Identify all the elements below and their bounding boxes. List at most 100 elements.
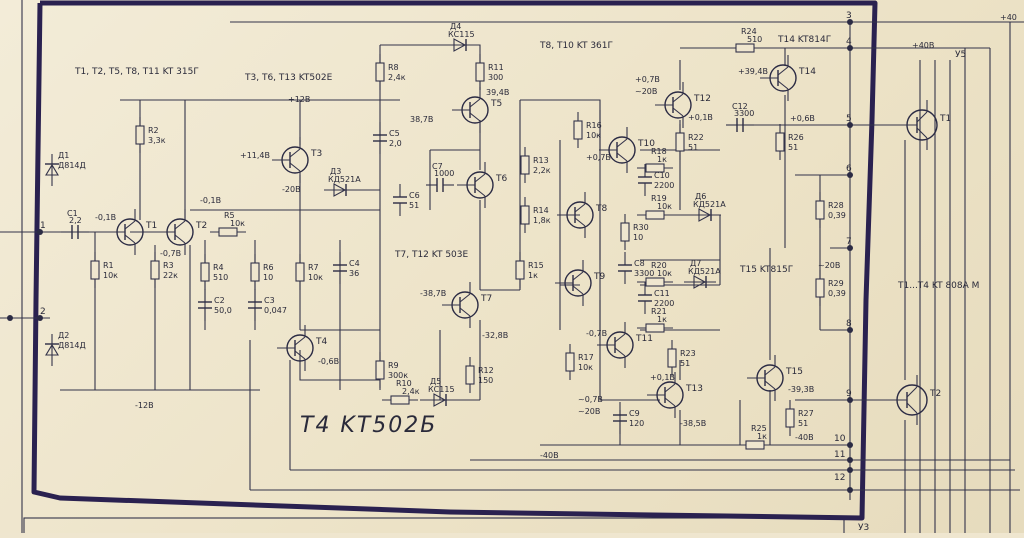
voltage-v-t14: +39,4B (738, 67, 768, 76)
voltage-v-t13: +0,1B (650, 373, 675, 382)
note-transistors-4: T7, T12 KT 503E (394, 250, 468, 260)
voltage-v-t11b: ~20B (578, 407, 600, 416)
resistor-r25-value: 1к (757, 432, 767, 441)
voltage-v-t13e: -38,5B (680, 419, 706, 428)
diode-d5-value: КС115 (428, 385, 455, 394)
terminal-8: 8 (846, 319, 852, 329)
diode-d6-value: КД521А (693, 200, 726, 209)
resistor-r29-label: R29 (828, 279, 844, 288)
resistor-r15-label: R15 (528, 261, 544, 270)
capacitor-c5: C52,0 (373, 122, 402, 154)
transistor-t12: T12 (655, 82, 711, 128)
diode-d1-label: Д1 (58, 151, 69, 160)
terminal-2: 2 (40, 307, 46, 317)
resistor-r7-value: 10к (308, 273, 323, 282)
resistor-r3-label: R3 (163, 261, 174, 270)
resistor-r10-label: R10 (396, 379, 412, 388)
transistor-t11-label: T11 (635, 334, 653, 344)
capacitor-c8-label: C8 (634, 259, 645, 268)
resistor-r8-label: R8 (388, 63, 399, 72)
capacitor-c12-value: 3300 (734, 109, 754, 118)
voltage-v-t12b: ~20B (635, 87, 657, 96)
resistor-r6-label: R6 (263, 263, 274, 272)
resistor-r29-value: 0,39 (828, 289, 846, 298)
transistor-t5: T5 (452, 87, 502, 133)
components-layer: R110кR23,3кR322кR4510R510кR610R710кR82,4… (45, 22, 951, 490)
resistor-r18-value: 1к (657, 155, 667, 164)
resistor-r2: R23,3к (135, 117, 166, 153)
transistor-t13-label: T13 (685, 384, 703, 394)
resistor-r23-label: R23 (680, 349, 696, 358)
transistor-t7: T7 (442, 282, 492, 328)
capacitor-c6-label: C6 (409, 191, 420, 200)
capacitor-c9-value: 120 (629, 419, 644, 428)
terminal-1: 1 (40, 221, 46, 231)
resistor-r27-label: R27 (798, 409, 814, 418)
resistor-r23-value: 51 (680, 359, 690, 368)
voltage-v-t2b: -0,1B (200, 196, 221, 205)
resistor-r5-label: R5 (224, 211, 235, 220)
terminal-9: 9 (846, 389, 852, 399)
resistor-r24-value: 510 (747, 35, 762, 44)
terminal-3: 3 (846, 11, 852, 21)
transistor-t12-label: T12 (693, 94, 711, 104)
terminal-7: 7 (846, 237, 852, 247)
voltage-v-t2e: -0,7B (160, 249, 181, 258)
transistor-t10: T10 (599, 127, 655, 173)
resistor-r8-value: 2,4к (388, 73, 406, 82)
capacitor-c3-label: C3 (264, 296, 275, 305)
diode-d2-label: Д2 (58, 331, 69, 340)
resistor-r14-value: 1,8к (533, 216, 551, 225)
resistor-r10-value: 2,4к (402, 387, 420, 396)
transistor-t2: T2 (887, 375, 941, 425)
resistor-r13-value: 2,2к (533, 166, 551, 175)
resistor-r1-label: R1 (103, 261, 114, 270)
resistor-r7-label: R7 (308, 263, 319, 272)
voltage-v-p40r: +40 (1000, 13, 1017, 22)
resistor-r12-label: R12 (478, 366, 494, 375)
wire (299, 350, 380, 381)
resistor-r11-value: 300 (488, 73, 503, 82)
transistor-t1: T1 (897, 100, 951, 150)
resistor-r30-value: 10 (633, 233, 643, 242)
voltage-v-p12: +12B (288, 95, 310, 104)
diode-d7-label: Д7 (690, 259, 701, 268)
resistor-r11-label: R11 (488, 63, 504, 72)
transistor-t13: T13 (647, 372, 703, 418)
transistor-t15: T15 (747, 355, 803, 401)
transistor-t4-label: T4 (315, 337, 327, 347)
voltage-v-t5c: 39,4B (486, 88, 509, 97)
capacitor-c3: C30,047 (248, 289, 287, 321)
resistor-r15-value: 1к (528, 271, 538, 280)
voltage-v-07: ~0,7B (578, 395, 603, 404)
capacitor-c10-label: C10 (654, 171, 670, 180)
transistor-t1: T1 (107, 209, 157, 255)
resistor-r22-value: 51 (688, 143, 698, 152)
transistor-t10-label: T10 (637, 139, 655, 149)
note-transistors-3: T8, T10 KT 361Г (539, 41, 613, 51)
resistor-r5-value: 10к (230, 219, 245, 228)
resistor-r8: R82,4к (375, 54, 406, 90)
transistor-t1-label: T1 (939, 114, 951, 124)
power-rails (0, 21, 1024, 533)
terminal-6: 6 (846, 164, 852, 174)
